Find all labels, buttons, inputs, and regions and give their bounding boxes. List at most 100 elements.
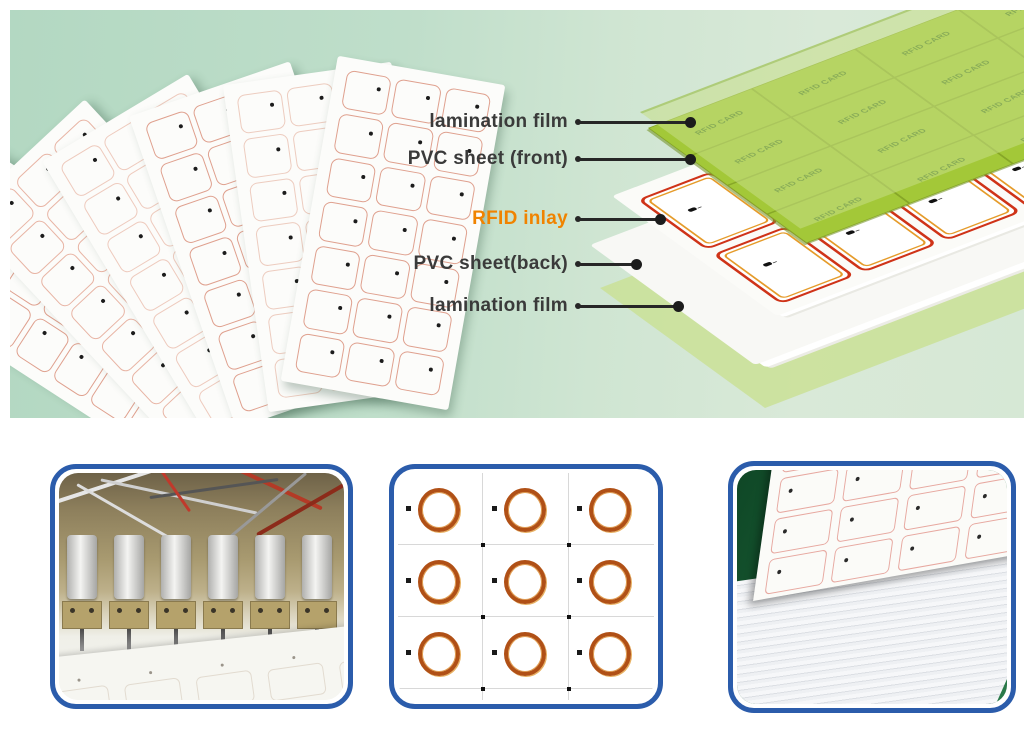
chip-dot bbox=[777, 568, 782, 574]
antenna-outline bbox=[242, 133, 293, 179]
coil-winding-machine-photo bbox=[59, 473, 344, 700]
photo-frame-winding-machine bbox=[50, 464, 353, 709]
diagram-cell bbox=[483, 689, 569, 700]
diagram-cell bbox=[398, 545, 484, 617]
layer-label-text: lamination film bbox=[429, 111, 568, 132]
layer-label-text: lamination film bbox=[429, 295, 568, 316]
chip-dot bbox=[406, 505, 412, 511]
chip-dot bbox=[220, 663, 224, 667]
photo-frame-sheet-stack bbox=[728, 461, 1016, 713]
grid-intersection-mark bbox=[566, 543, 571, 547]
coil-circle bbox=[418, 631, 461, 676]
coil-circle bbox=[418, 559, 461, 604]
coil-circle bbox=[589, 487, 632, 532]
chip-dot bbox=[41, 330, 47, 336]
chip-dot bbox=[235, 292, 242, 298]
diagram-cell bbox=[398, 473, 484, 545]
chip-dot bbox=[288, 234, 293, 240]
inlay-sheet-on-table bbox=[59, 617, 344, 700]
antenna-outline bbox=[970, 472, 1007, 519]
antenna-outline bbox=[775, 470, 839, 514]
chip-dot bbox=[849, 516, 854, 522]
chip-dot bbox=[491, 505, 497, 511]
label-pvc-sheet-front: PVC sheet (front) bbox=[378, 146, 696, 172]
winding-cylinder bbox=[114, 535, 144, 599]
antenna-outline bbox=[158, 151, 215, 204]
coil-circle bbox=[589, 631, 632, 676]
antenna-outline bbox=[338, 654, 344, 695]
layer-label-text: PVC sheet(back) bbox=[413, 253, 568, 274]
diagram-cell bbox=[568, 545, 654, 617]
chip-dot bbox=[221, 250, 227, 256]
chip-dot bbox=[910, 545, 915, 551]
chip-dot bbox=[982, 493, 988, 498]
antenna-outline bbox=[187, 235, 244, 288]
label-lamination-film-bottom: lamination film bbox=[378, 293, 684, 319]
chip-dot bbox=[977, 533, 982, 539]
photo-frame-layout-diagram bbox=[389, 464, 663, 709]
leader-line bbox=[575, 116, 696, 128]
leader-line bbox=[575, 213, 666, 225]
leader-line bbox=[575, 153, 696, 165]
antenna-outline bbox=[266, 662, 327, 700]
chip-dot bbox=[148, 670, 153, 675]
chip-dot bbox=[269, 102, 274, 108]
winding-head bbox=[203, 601, 243, 629]
antenna-outline bbox=[302, 288, 354, 336]
chip-dot bbox=[183, 309, 190, 316]
chip-dot bbox=[782, 528, 788, 534]
chip-dot bbox=[178, 124, 184, 130]
chip-dot bbox=[114, 195, 121, 202]
chip-dot bbox=[129, 330, 136, 337]
layer-label-text: PVC sheet (front) bbox=[407, 148, 568, 169]
antenna-outline bbox=[831, 536, 895, 583]
chip-dot bbox=[406, 649, 412, 655]
chip-dot bbox=[345, 262, 350, 267]
antenna-outline bbox=[964, 513, 1007, 559]
antenna-outline bbox=[975, 470, 1007, 479]
diagram-cell bbox=[483, 545, 569, 617]
coil-circle bbox=[503, 559, 546, 604]
chip-dot bbox=[292, 655, 296, 660]
antenna-outline bbox=[333, 113, 385, 161]
antenna-outline bbox=[770, 508, 834, 554]
chip-dot bbox=[160, 271, 167, 278]
winding-head bbox=[297, 601, 337, 629]
chip-dot bbox=[69, 265, 76, 272]
diagram-cell bbox=[483, 473, 569, 545]
winding-needle bbox=[174, 629, 178, 651]
winding-head bbox=[250, 601, 290, 629]
antenna-outline bbox=[897, 525, 961, 571]
chip-dot bbox=[352, 218, 358, 224]
winding-cylinder bbox=[67, 535, 97, 599]
grid-intersection-mark bbox=[481, 687, 486, 691]
chip-dot bbox=[855, 476, 860, 482]
diagram-cell bbox=[568, 473, 654, 545]
coil-chip-layout-diagram bbox=[398, 473, 654, 700]
chip-dot bbox=[368, 130, 373, 136]
winding-cylinder bbox=[161, 535, 191, 599]
antenna-outline bbox=[123, 677, 184, 700]
chip-dot bbox=[250, 334, 256, 340]
chip-dot bbox=[329, 349, 335, 355]
winding-head bbox=[62, 601, 102, 629]
winding-needle bbox=[80, 629, 84, 651]
coil-circle bbox=[503, 631, 546, 676]
winding-head bbox=[109, 601, 149, 629]
coil-circle bbox=[589, 559, 632, 604]
chip-dot bbox=[207, 208, 213, 214]
chip-dot bbox=[577, 577, 583, 583]
chip-dot bbox=[843, 556, 849, 562]
chip-dot bbox=[491, 577, 497, 583]
diagram-cell bbox=[398, 689, 484, 700]
chip-dot bbox=[319, 95, 324, 101]
chip-dot bbox=[281, 190, 287, 196]
diagram-cell bbox=[398, 617, 484, 689]
winding-cylinder bbox=[302, 535, 332, 599]
antenna-outline bbox=[236, 89, 287, 135]
chip-dot bbox=[192, 166, 198, 172]
winding-cylinder bbox=[208, 535, 238, 599]
antenna-outline bbox=[248, 177, 300, 223]
diagram-cell bbox=[568, 617, 654, 689]
chip-dot bbox=[10, 200, 15, 207]
